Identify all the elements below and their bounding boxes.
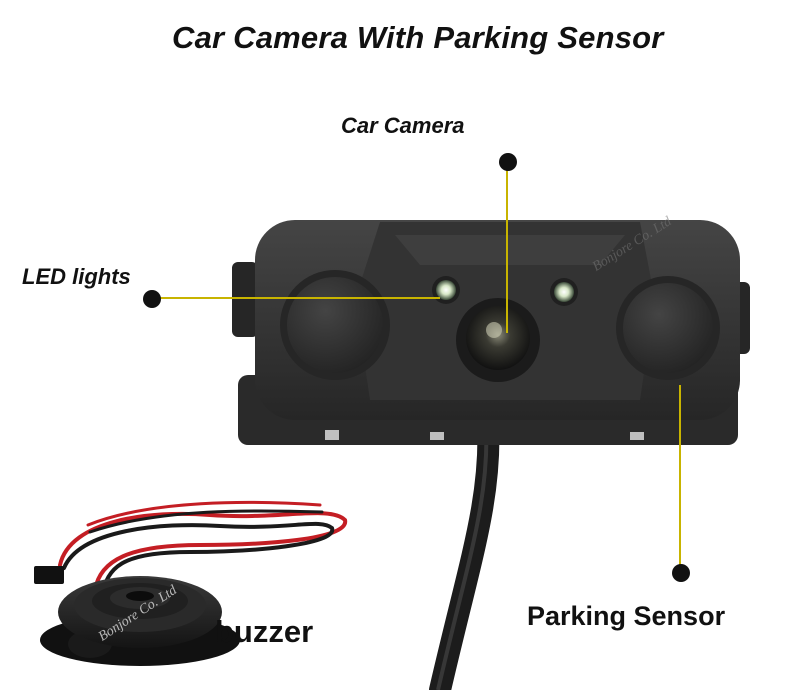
callout-dot-camera [499,153,517,171]
callout-label-buzzer: buzzer [215,614,314,649]
wire-connector [34,566,64,584]
callout-label-parking: Parking Sensor [527,601,726,631]
right-parking-sensor [616,276,720,380]
callout-dot-led [143,290,161,308]
left-parking-sensor [280,270,390,380]
callout-label-led: LED lights [22,264,131,289]
callout-dots [143,153,690,582]
callout-lines [150,162,681,572]
callout-label-camera: Car Camera [341,113,465,138]
callout-dot-parking [672,564,690,582]
camera-lens [456,298,540,382]
buzzer-device [40,576,240,666]
page-title: Car Camera With Parking Sensor [172,20,664,55]
buzzer-wires [58,500,348,597]
